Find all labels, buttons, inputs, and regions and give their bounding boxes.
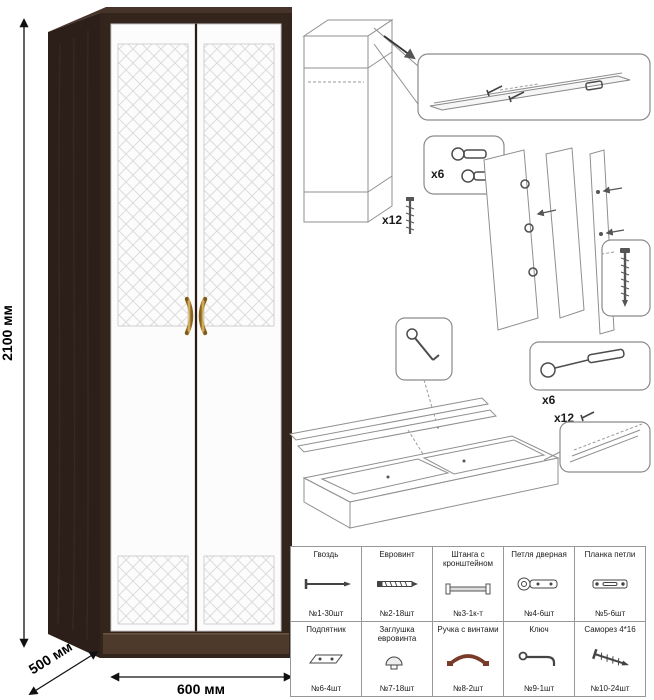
door-seam — [195, 24, 197, 631]
part-count: №9-1шт — [523, 684, 555, 693]
parts-row-2: Подпятник №6-4шт Заглушка евровинта — [290, 621, 646, 697]
bracket-icon — [585, 80, 603, 91]
parts-row-1: Гвоздь №1-30шт Евровинт — [290, 546, 646, 622]
quilt-panel-top-left — [117, 43, 189, 327]
part-count: №5-6шт — [594, 609, 626, 618]
part-name: Планка петли — [584, 550, 636, 559]
carcass-diagram — [302, 19, 394, 223]
dimension-width: 600 мм — [110, 672, 293, 697]
part-cell-door-hinge: Петля дверная №4-6шт — [504, 547, 574, 621]
dimension-height: 2100 мм — [0, 18, 29, 648]
height-label: 2100 мм — [0, 305, 15, 361]
part-name: Гвоздь — [313, 550, 339, 559]
handle-right-icon — [198, 296, 208, 336]
part-cell-key: Ключ №9-1шт — [504, 622, 574, 696]
assembly-diagram: x6 x12 — [288, 19, 651, 529]
parts-table: Гвоздь №1-30шт Евровинт — [290, 546, 646, 697]
part-cell-screw-cap: Заглушка евровинта №7-18шт — [362, 622, 432, 696]
part-name: Евровинт — [379, 550, 415, 559]
part-name: Заглушка евровинта — [377, 625, 417, 644]
width-label: 600 мм — [177, 681, 225, 697]
handle-left-icon — [184, 296, 194, 336]
depth-label: 500 мм — [26, 638, 75, 677]
part-cell-foot-glide: Подпятник №6-4шт — [291, 622, 361, 696]
part-cell-hinge-plate: Планка петли №5-6шт — [575, 547, 645, 621]
door-left — [110, 23, 196, 632]
part-count: №10-24шт — [590, 684, 630, 693]
part-cell-euroscrew: Евровинт №2-18шт — [362, 547, 432, 621]
hinge-count-label-2: x6 — [542, 393, 556, 407]
edge-detail-panel — [543, 421, 651, 473]
part-count: №7-18шт — [379, 684, 415, 693]
screw-callout: x12 — [382, 197, 415, 234]
laydown-assembly — [288, 397, 560, 529]
rail-callout-panel — [417, 53, 651, 121]
part-count: №1-30шт — [308, 609, 344, 618]
quilt-panel-top-right — [203, 43, 275, 327]
part-cell-rod: Штанга с кронштейном №3-1к-т — [433, 547, 503, 621]
part-name: Подпятник — [306, 625, 346, 634]
part-cell-nail: Гвоздь №1-30шт — [291, 547, 361, 621]
callout-arrow — [383, 35, 416, 60]
quilt-panel-bottom-right — [203, 555, 275, 625]
part-count: №2-18шт — [379, 609, 415, 618]
screw-icon — [486, 85, 525, 103]
part-name: Штанга с кронштейном — [442, 550, 494, 569]
parts-table-wrap: Гвоздь №1-30шт Евровинт — [290, 546, 646, 697]
part-cell-handle: Ручка с винтами №8-2шт — [433, 622, 503, 696]
door-hinge-icon — [451, 147, 497, 183]
part-count: №3-1к-т — [453, 609, 483, 618]
part-count: №6-4шт — [310, 684, 342, 693]
wood-grain-lines — [57, 29, 89, 641]
key-icon — [406, 328, 440, 361]
part-name: Ручка с винтами — [437, 625, 499, 634]
part-name: Саморез 4*16 — [584, 625, 636, 634]
wardrobe-illustration: 2100 мм 600 мм 500 мм — [0, 7, 293, 697]
part-count: №4-6шт — [523, 609, 555, 618]
part-count: №8-2шт — [452, 684, 484, 693]
door-right — [196, 23, 282, 632]
hinge-detail-panel: x6 x12 — [529, 341, 651, 432]
screw-count-label: x12 — [382, 213, 402, 227]
quilt-panel-bottom-left — [117, 555, 189, 625]
plinth-rail — [103, 634, 289, 654]
hinge-count-label: x6 — [431, 167, 445, 181]
part-name: Петля дверная — [511, 550, 567, 559]
part-name: Ключ — [529, 625, 549, 634]
screw-detail-panel — [601, 239, 651, 317]
hinge-callout: x6 — [423, 135, 505, 195]
part-cell-selftapping-screw: Саморез 4*16 №10-24шт — [575, 622, 645, 696]
